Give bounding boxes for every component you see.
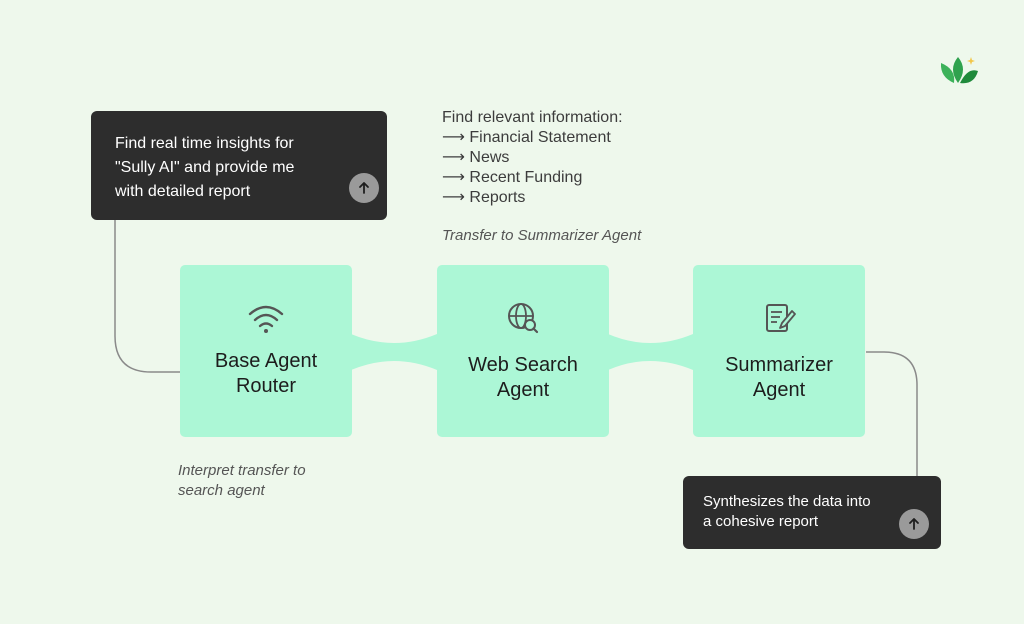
prompt-box: Find real time insights for "Sully AI" a… <box>91 111 387 220</box>
info-item: ⟶ Recent Funding <box>442 169 583 186</box>
document-edit-icon <box>766 304 796 332</box>
agent-card-web-search[interactable]: Web Search Agent <box>437 265 609 437</box>
result-send-button[interactable] <box>899 509 929 539</box>
info-item: ⟶ Financial Statement <box>442 129 611 146</box>
connector-prompt-to-router <box>114 220 180 373</box>
note-transfer: Transfer to Summarizer Agent <box>442 227 642 244</box>
connector-summarizer-to-result <box>866 351 918 476</box>
wifi-icon <box>248 305 284 333</box>
globe-search-icon <box>508 303 539 334</box>
agent-name: Base Agent Router <box>214 350 318 397</box>
info-item: ⟶ Reports <box>442 189 526 206</box>
prompt-send-button[interactable] <box>349 173 379 203</box>
result-box: Synthesizes the data into a cohesive rep… <box>683 476 941 549</box>
leaf-logo-icon <box>940 57 978 84</box>
arrow-up-icon <box>909 518 919 530</box>
bridge-router-to-web <box>351 334 437 370</box>
bridge-web-to-summarizer <box>608 334 693 370</box>
info-title: Find relevant information: <box>442 109 623 126</box>
agent-name: Summarizer Agent <box>725 354 833 401</box>
agent-card-base-router[interactable]: Base Agent Router <box>180 265 352 437</box>
info-list: Find relevant information: ⟶ Financial S… <box>442 108 623 208</box>
note-interpret: Interpret transfer to search agent <box>178 462 306 499</box>
prompt-text: Find real time insights for "Sully AI" a… <box>115 135 295 200</box>
result-text: Synthesizes the data into a cohesive rep… <box>703 493 871 530</box>
info-item: ⟶ News <box>442 149 510 166</box>
agent-card-summarizer[interactable]: Summarizer Agent <box>693 265 865 437</box>
info-items: ⟶ Financial Statement ⟶ News ⟶ Recent Fu… <box>442 128 623 208</box>
arrow-up-icon <box>359 182 369 194</box>
agent-name: Web Search Agent <box>468 354 578 401</box>
